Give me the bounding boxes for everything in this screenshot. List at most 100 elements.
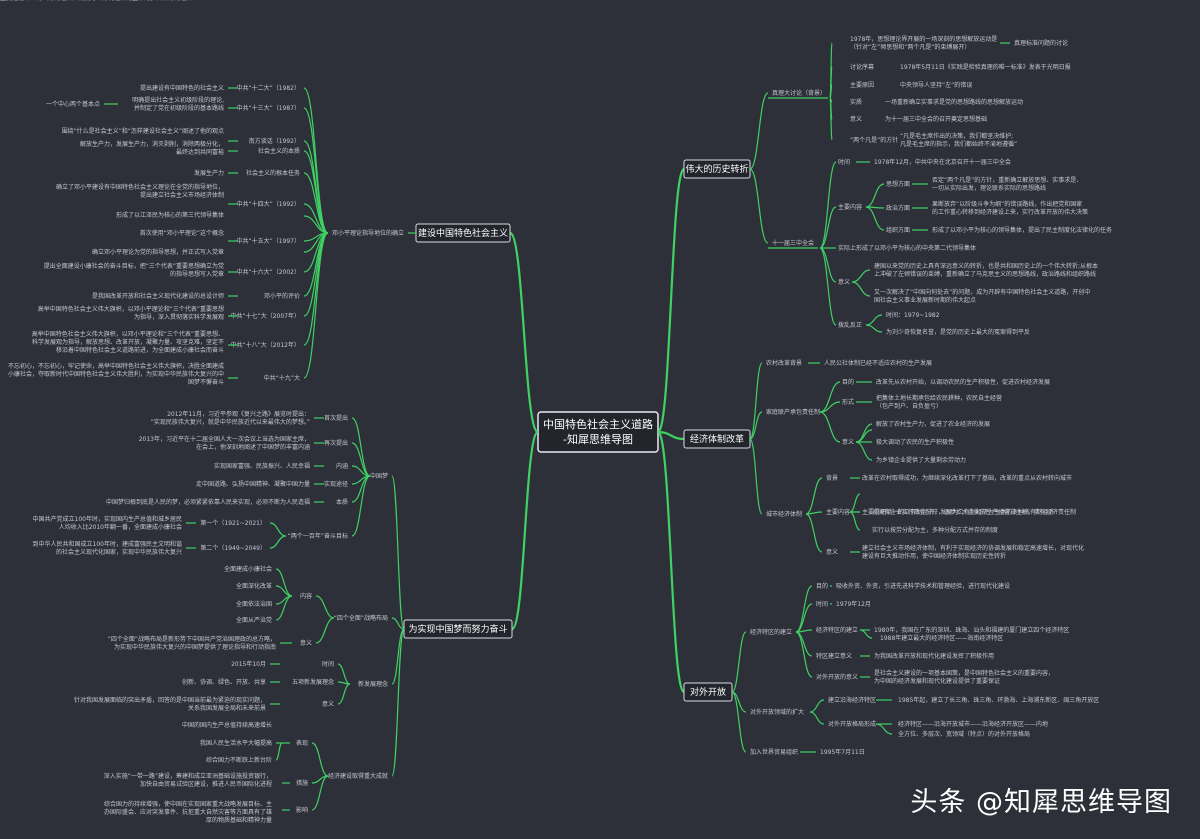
left-top-key: 南方谈话（1992） [249, 137, 300, 145]
dream-key: 首次提出 [324, 414, 348, 422]
zone-key: 经济特区的建立 [816, 626, 858, 634]
connector-line [855, 441, 873, 461]
connector-line [819, 401, 841, 413]
connector-line [303, 107, 329, 234]
connector-line [809, 711, 825, 725]
expand-hub: 对外开放领域的扩大 [750, 708, 804, 716]
econ-value: 综合国力的持续增强，使中国在实现国家重大战略发展目标、主办国际盛会、应对突发事件… [104, 800, 272, 824]
four-content-item: 全面深化改革 [236, 582, 272, 590]
four-hub: “四个全面”战略布局 [334, 614, 388, 622]
truth-value: 1978年，思想理论界开展的一场深刻的思想解放运动是（针对“左”倾思想和“两个凡… [850, 35, 997, 51]
connector-line [805, 513, 823, 553]
left-top-key: 邓小平的评价 [264, 292, 300, 300]
connector-line [351, 475, 371, 537]
left-top-key: 中共“十六大”（2002） [237, 268, 301, 276]
expand-key: 建立沿海经济特区 [828, 696, 876, 704]
connector-line [851, 281, 871, 297]
truth-value: 为十一届三中全会的召开奠定思想基础 [885, 115, 987, 123]
connector-line [819, 247, 837, 283]
connector-line [508, 231, 540, 434]
four-meaning-value: “四个全面”战略布局是新形势下中国共产党治国理政的总方略，为实现中华民族伟大复兴… [108, 635, 276, 651]
newidea-key: 意义 [322, 700, 334, 708]
truth-value: 1978年5月11日《实践是检验真理的唯一标准》发表于光明日报 [900, 63, 1071, 71]
connector-line [795, 631, 813, 678]
left-top-value: 是我国改革开放和社会主义现代化建设的总设计师 [92, 292, 224, 300]
newidea-value: 创新、协调、绿色、开放、共享 [182, 678, 266, 686]
truth-value: 一场重新确立实事求是党的思想路线的思想解放运动 [885, 98, 1023, 106]
dream-key: 本质 [336, 498, 348, 506]
plenum-pullback-item: 时间：1979~1982 [886, 311, 940, 319]
econ-value: 中国的国内生产总值持续高速增长 [182, 721, 272, 729]
connector-line [829, 97, 833, 141]
truth-value: 中央领导人坚持“左”的错误 [900, 81, 972, 89]
city-value: 对国有企业实行政企分开，逐步扩大企业的生产经营自主权，实行经济责任制 [872, 508, 1076, 516]
connector-line [391, 475, 405, 630]
connector-line [805, 511, 823, 515]
connector-line [805, 477, 823, 515]
plenum-pullback-item: 为刘少奇恢复名誉，是党的历史上最大的冤案得到平反 [886, 328, 1030, 336]
left-top-value: 确立了邓小平建设有中国特色社会主义理论在全党的指导地位，提出建立社会主义市场经济… [56, 183, 224, 199]
city-key: 背景 [826, 474, 838, 482]
left-top-value: 发展生产力 [194, 169, 224, 177]
connector-line [391, 628, 405, 777]
connector-line [351, 417, 371, 477]
econ-value: 深入实施“一带一路”建设，筹建和成立亚洲基础设施投资银行，加快自由贸易试验区建设… [104, 772, 272, 788]
plenum-content-item: 思想方面 [886, 180, 910, 188]
truth-key: 实质 [850, 98, 862, 106]
central-topic-title: 中国特色社会主义道路 [543, 417, 653, 431]
branch-title: 伟大的历史转折 [685, 163, 748, 175]
connector-line [865, 324, 883, 333]
connector-line [303, 215, 329, 234]
rural-value: 人民公社体制已经不适应农村的生产发展 [824, 359, 932, 367]
left-top-key: 社会主义的根本任务 [246, 169, 300, 177]
connector-line [510, 430, 540, 631]
left-top-value: 高举中国特色社会主义伟大旗帜，以邓小平理论和“三个代表”重要思想、科学发展观为指… [32, 330, 224, 354]
left-top-key: 中共“十四大”（1992） [237, 200, 301, 208]
connector-line [269, 535, 287, 549]
connector-line [749, 168, 769, 244]
econ-hub: 经济建设取得重大成就 [328, 772, 388, 780]
goal-key: 第一个（1921~2021） [200, 519, 266, 527]
expand-value: 全方位、多层次、宽领域（特点）的对外开放格局 [898, 730, 1030, 738]
connector-line [855, 423, 873, 443]
plenum-content-detail: 否定“两个凡是”的方针，重新确立解放思想、实事求是、一切从实际出发，理论联系实际… [932, 176, 1082, 192]
connector-line [819, 247, 837, 326]
connector-line [749, 362, 763, 440]
plenum-time-key: 时间 [838, 158, 850, 166]
four-content-item: 全面从严治党 [236, 616, 272, 624]
left-top-key: 中共“十五大”（1997） [237, 237, 301, 245]
connector-line [731, 691, 747, 753]
connector-line [749, 411, 763, 440]
dream-value: 2013年，习近平在十二届全国人大一次会议上当选为国家主席，在会上，他深刻地阐述… [139, 435, 310, 451]
dream-value: 2012年11月，习近平参观《复兴之路》展览时提出：“实现民族伟大复兴，就是中华… [151, 410, 310, 426]
left-top-value: 围绕“什么是社会主义”和“怎样建设社会主义”阐述了他的观点 [62, 127, 224, 135]
zone-key: 目的 [816, 582, 828, 590]
left-top-key: 中共“十三大”（1987） [237, 104, 301, 112]
connector-line [656, 430, 686, 694]
plenum-pullback-key: 拨乱反正 [838, 321, 862, 329]
zone-value: 是社会主义建设的一项基本国策，是中国特色社会主义的重要内容，为中国的经济发展和现… [874, 669, 1054, 685]
connector-line [315, 595, 335, 619]
city-value: 主要是把单一的公有制经济，发展为公有制经济为主体的多种所有制经济 [862, 508, 1054, 516]
plenum-content-key: 主要内容 [838, 203, 862, 211]
connector-line [337, 663, 351, 685]
family-key: 目的 [842, 378, 854, 386]
connector-line [819, 206, 837, 249]
zone-value: 吸收外资、外资，引进先进科学技术和管理经验，进行现代化建设 [836, 582, 1010, 590]
connector-line [337, 683, 351, 705]
truth-key: 意义 [850, 115, 862, 123]
family-key: 形式 [842, 398, 854, 406]
truth-key: 讨论序幕 [850, 63, 874, 71]
rural-key: 农村改革背景 [766, 359, 802, 367]
connector-line [855, 429, 873, 443]
newidea-key: 时间 [322, 660, 334, 668]
econ-value: 我国人民生活水平大幅提高 [200, 739, 272, 747]
family-value: 解放了农村生产力，促进了农业经济的发展 [876, 420, 990, 428]
connector-line [731, 631, 747, 693]
connector-line [303, 87, 329, 234]
city-hub: 城市经济体制 [766, 510, 802, 518]
dream-goal-hub: “两个一百年”奋斗目标 [288, 532, 348, 540]
left-top-value: 解放生产力，发展生产力，消灭剥削，消除两极分化，最终达到共同富裕 [80, 140, 224, 156]
goal-key: 第二个（1949~2049） [200, 544, 266, 552]
